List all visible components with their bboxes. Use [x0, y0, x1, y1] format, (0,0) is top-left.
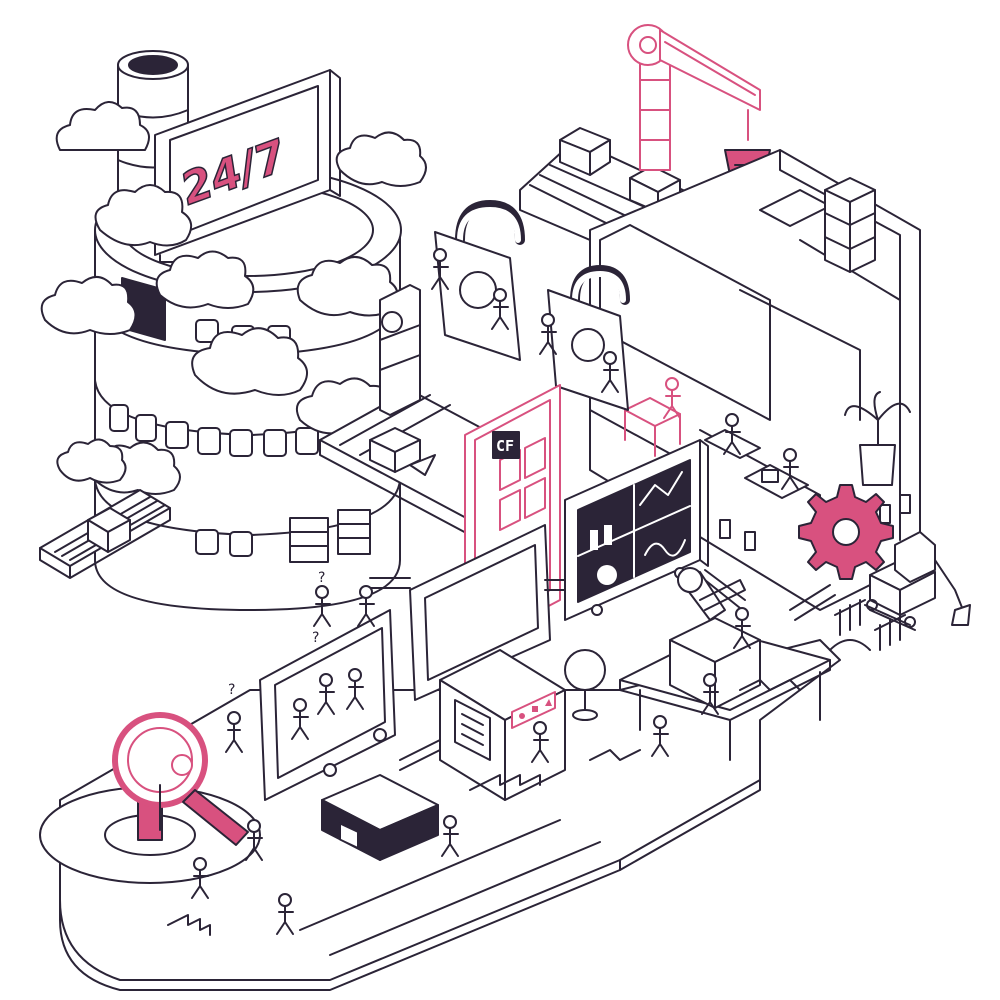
- worker-figure: [317, 673, 335, 715]
- excavator-icon: [864, 531, 971, 631]
- worker-figure: [357, 585, 375, 627]
- control-machine: [439, 649, 566, 801]
- fence: [829, 599, 906, 651]
- globe-lamp: [564, 649, 606, 721]
- question-mark: ?: [228, 682, 235, 698]
- question-mark: ?: [318, 570, 325, 586]
- worker-figure: [781, 448, 799, 490]
- ground-platform: [59, 639, 841, 991]
- worker-figure: [191, 857, 209, 899]
- gear-icon: [798, 484, 894, 580]
- clouds: [40, 101, 427, 495]
- worker-figure: [701, 673, 719, 715]
- question-mark: ?: [312, 630, 319, 646]
- crane-icon: [627, 24, 771, 186]
- dark-box: [321, 774, 439, 861]
- worker-figure: [346, 668, 364, 710]
- worker-figure: [313, 585, 331, 627]
- pipes: [369, 569, 836, 771]
- frame-middle: [409, 524, 551, 701]
- magnifier-icon: [39, 712, 261, 884]
- sign-board: 24/7: [154, 69, 341, 263]
- worker-figure: [245, 819, 263, 861]
- worker-figure: [531, 721, 549, 763]
- question-marks: ? ? ?: [228, 570, 325, 698]
- workers: [191, 248, 799, 935]
- padlock-icon: [434, 200, 630, 411]
- worker-figure: [723, 413, 741, 455]
- worker-figure: [276, 893, 294, 935]
- stairs: [167, 679, 801, 936]
- worker-figure: [491, 288, 509, 330]
- worker-figure: [663, 377, 681, 419]
- worker-figure: [441, 815, 459, 857]
- dashboard-icon: [564, 439, 709, 621]
- worker-figure: [733, 607, 751, 649]
- worker-figure: [651, 715, 669, 757]
- left-conveyor: [39, 489, 171, 579]
- door-badge-text: CF: [496, 437, 514, 455]
- worker-figure: [539, 313, 557, 355]
- worker-figure: [601, 351, 619, 393]
- robot-platform: [619, 567, 831, 761]
- worker-figure: [291, 698, 309, 740]
- worker-figure: [431, 248, 449, 290]
- worker-figure: [225, 711, 243, 753]
